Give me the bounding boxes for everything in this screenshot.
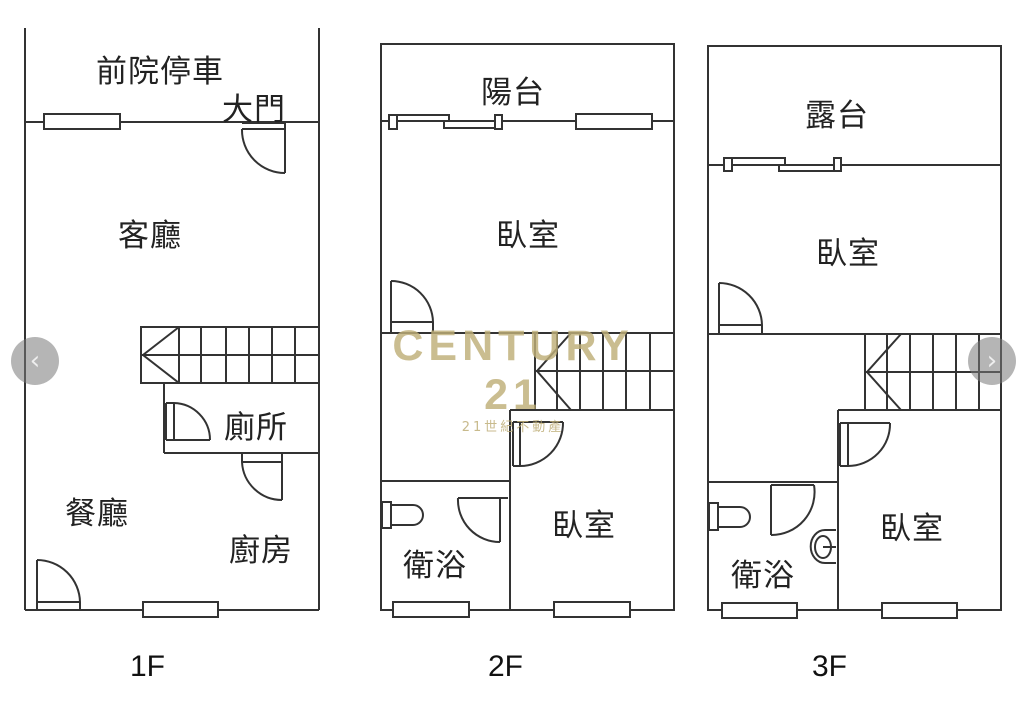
room-label-dining-room: 餐廳: [65, 496, 129, 532]
floor-2f-plan: [380, 43, 675, 618]
room-label-front-yard-parking: 前院停車: [96, 54, 224, 90]
chevron-left-icon: ‹: [29, 346, 41, 376]
floor-1f-plan: [24, 28, 320, 618]
chevron-right-icon: ›: [986, 346, 998, 376]
floor-label-1f: 1F: [130, 650, 166, 683]
floor-label-2f: 2F: [488, 650, 524, 683]
room-label-terrace: 露台: [805, 98, 869, 134]
previous-image-button[interactable]: ‹: [11, 337, 59, 385]
room-label-bedroom-rear: 臥室: [880, 511, 944, 547]
room-label-main-door: 大門: [222, 92, 286, 128]
room-label-living-room: 客廳: [118, 218, 182, 254]
room-label-toilet: 廁所: [224, 410, 288, 446]
room-label-kitchen: 廚房: [229, 533, 293, 569]
room-label-balcony: 陽台: [481, 75, 545, 111]
next-image-button[interactable]: ›: [968, 337, 1016, 385]
floor-label-3f: 3F: [812, 650, 848, 683]
room-label-bedroom-rear: 臥室: [552, 508, 616, 544]
room-label-bathroom: 衛浴: [731, 558, 795, 594]
room-label-bathroom: 衛浴: [403, 548, 467, 584]
room-label-bedroom-front: 臥室: [816, 236, 880, 272]
room-label-bedroom-front: 臥室: [496, 218, 560, 254]
